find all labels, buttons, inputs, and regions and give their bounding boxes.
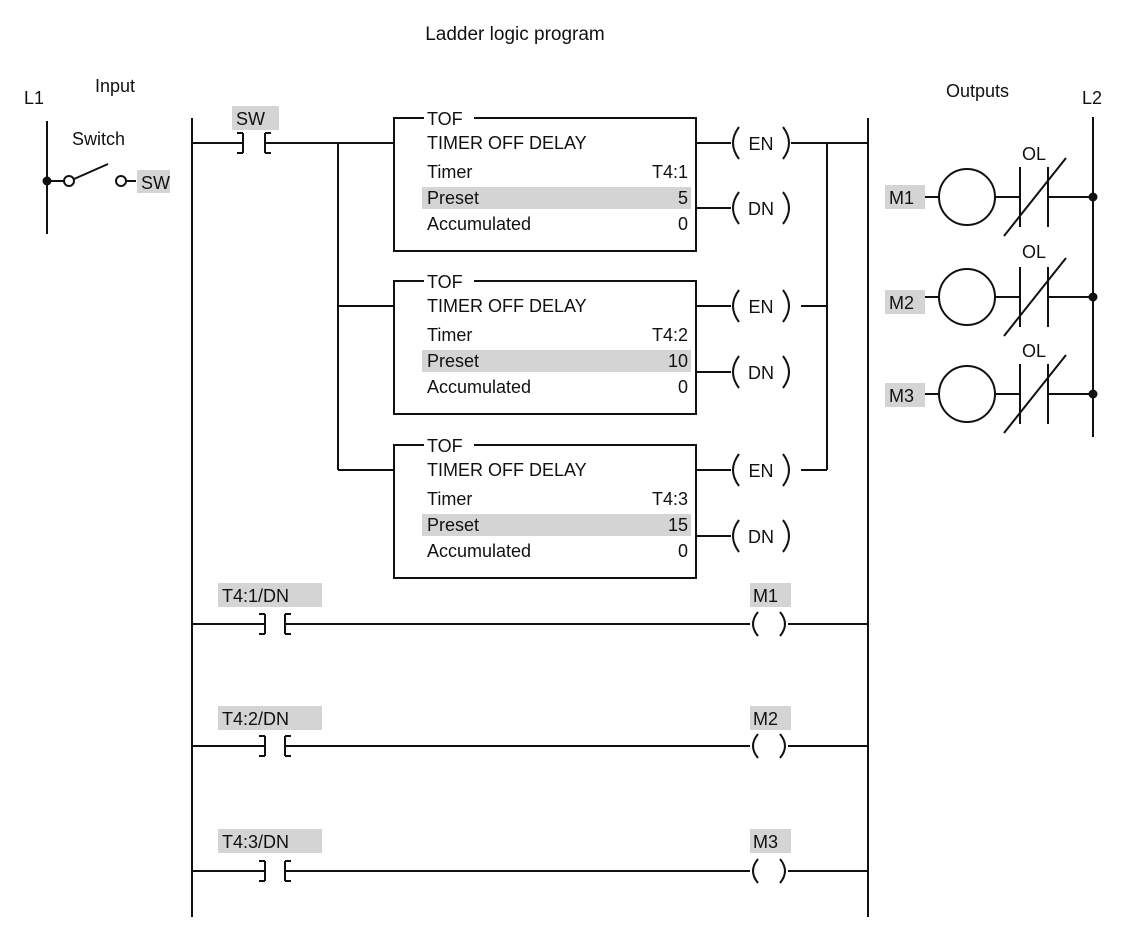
- motor-tag-highlight: [885, 383, 925, 407]
- en-coil-label: EN: [748, 134, 773, 154]
- l2-junction-dot: [1088, 292, 1098, 302]
- timer-type: TOF: [427, 109, 463, 129]
- l2-label: L2: [1082, 88, 1102, 108]
- motor-coil-icon: [938, 268, 996, 326]
- timer-address: T4:3: [652, 489, 688, 509]
- accumulated-label: Accumulated: [427, 214, 531, 234]
- accumulated-value: 0: [678, 541, 688, 561]
- timer-type: TOF: [427, 272, 463, 292]
- motor-tag-highlight: [885, 290, 925, 314]
- preset-label: Preset: [427, 515, 479, 535]
- motor-load-2: M2 OL: [885, 242, 1098, 337]
- accumulated-value: 0: [678, 214, 688, 234]
- en-coil-label: EN: [748, 461, 773, 481]
- motor-load-3: M3 OL: [885, 341, 1098, 434]
- switch-label: Switch: [72, 129, 125, 149]
- dn-coil-label: DN: [748, 199, 774, 219]
- coil-tag: M1: [753, 586, 778, 606]
- timer-label: Timer: [427, 489, 472, 509]
- timer-name: TIMER OFF DELAY: [427, 460, 587, 480]
- contact-tag-highlight: [218, 706, 322, 730]
- dn-coil-label: DN: [748, 527, 774, 547]
- output-rung-1: T4:1/DN M1: [192, 583, 868, 637]
- preset-value: 15: [668, 515, 688, 535]
- l1-junction-dot: [42, 176, 52, 186]
- timer-coils-wiring: [696, 126, 827, 553]
- en-coil-label: EN: [748, 297, 773, 317]
- motor-tag-highlight: [885, 185, 925, 209]
- outputs-heading: Outputs: [946, 81, 1009, 101]
- contact-tag: T4:1/DN: [222, 586, 289, 606]
- accumulated-value: 0: [678, 377, 688, 397]
- preset-label: Preset: [427, 351, 479, 371]
- output-coil: [752, 858, 759, 884]
- timer-address: T4:1: [652, 162, 688, 182]
- timer-block-3: TOF TIMER OFF DELAY Timer T4:3 Preset 15…: [393, 435, 697, 579]
- accumulated-label: Accumulated: [427, 541, 531, 561]
- overload-label: OL: [1022, 144, 1046, 164]
- switch-tag: SW: [141, 173, 170, 193]
- rung1-wiring: [192, 132, 868, 471]
- contact-tag: T4:3/DN: [222, 832, 289, 852]
- preset-highlight: [422, 350, 691, 372]
- motor-tag: M2: [889, 293, 914, 313]
- coil-tag: M2: [753, 709, 778, 729]
- sw-contact-tag-highlight: [232, 106, 279, 130]
- motor-coil-icon: [938, 168, 996, 226]
- timer-block-2: TOF TIMER OFF DELAY Timer T4:2 Preset 10…: [393, 271, 697, 415]
- diagram-title: Ladder logic program: [425, 24, 605, 45]
- motor-coil-icon: [938, 365, 996, 423]
- contact-tag-highlight: [218, 829, 322, 853]
- preset-value: 10: [668, 351, 688, 371]
- sw-contact-tag: SW: [236, 109, 265, 129]
- timer-address: T4:2: [652, 325, 688, 345]
- timer-block-1: TOF TIMER OFF DELAY Timer T4:1 Preset 5 …: [393, 108, 697, 252]
- output-coil: [752, 733, 759, 759]
- contact-tag-highlight: [218, 583, 322, 607]
- timer-name: TIMER OFF DELAY: [427, 296, 587, 316]
- output-coil: [752, 611, 759, 637]
- motor-tag: M3: [889, 386, 914, 406]
- dn-coil-label: DN: [748, 363, 774, 383]
- timer-label: Timer: [427, 162, 472, 182]
- preset-highlight: [422, 514, 691, 536]
- switch-tag-highlight: [137, 170, 170, 193]
- coil-tag-highlight: [750, 583, 791, 607]
- timer-name: TIMER OFF DELAY: [427, 133, 587, 153]
- coil-tag: M3: [753, 832, 778, 852]
- contact-tag: T4:2/DN: [222, 709, 289, 729]
- input-heading: Input: [95, 76, 135, 96]
- coil-tag-highlight: [750, 829, 791, 853]
- l1-label: L1: [24, 88, 44, 108]
- preset-highlight: [422, 187, 691, 209]
- motor-tag: M1: [889, 188, 914, 208]
- preset-value: 5: [678, 188, 688, 208]
- preset-label: Preset: [427, 188, 479, 208]
- l2-junction-dot: [1088, 389, 1098, 399]
- overload-label: OL: [1022, 242, 1046, 262]
- coil-tag-highlight: [750, 706, 791, 730]
- output-rung-3: T4:3/DN M3: [192, 829, 868, 884]
- motor-load-1: M1 OL: [885, 144, 1098, 237]
- timer-type: TOF: [427, 436, 463, 456]
- timer-label: Timer: [427, 325, 472, 345]
- output-rung-2: T4:2/DN M2: [192, 706, 868, 759]
- overload-label: OL: [1022, 341, 1046, 361]
- l2-junction-dot: [1088, 192, 1098, 202]
- accumulated-label: Accumulated: [427, 377, 531, 397]
